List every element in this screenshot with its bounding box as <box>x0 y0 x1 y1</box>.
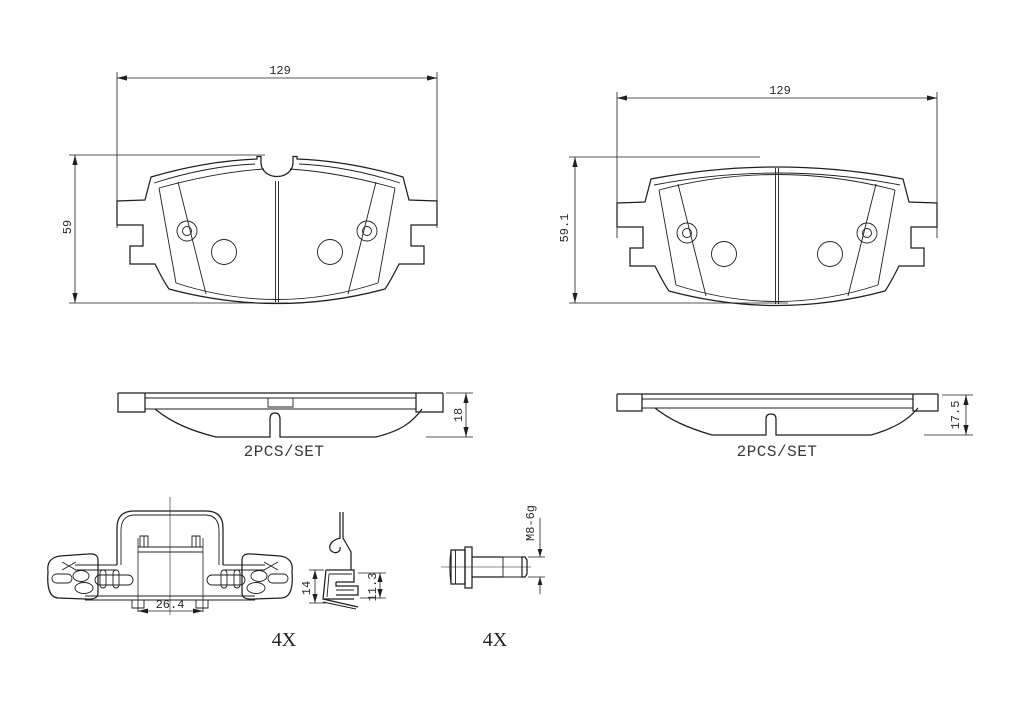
dim-label-profile-left-thickness: 18 <box>452 407 466 423</box>
pad-profile-left-drawing <box>100 385 480 449</box>
flange-bolt-view <box>438 502 553 597</box>
set-quantity-label-left: 2PCS/SET <box>243 443 325 461</box>
pad-front-left-drawing <box>60 62 480 314</box>
dim-label-pad-right-width: 129 <box>769 84 791 98</box>
clip-assembly-drawing <box>40 494 300 622</box>
dim-label-spring-clip-height: 14 <box>300 580 314 596</box>
assembly-left-half <box>48 536 148 608</box>
assembly-right-half <box>192 536 292 608</box>
thread-spec-label: M8-6g <box>524 504 538 542</box>
pad-profile-left-view <box>100 385 480 449</box>
pad-profile-right-view <box>600 386 990 448</box>
pad-profile-right-drawing <box>600 386 990 448</box>
clip-assembly-view <box>40 494 300 622</box>
pad-front-right-view <box>560 82 980 314</box>
dim-label-spring-clip-inner-height: 11.3 <box>366 572 380 602</box>
dim-label-pad-left-height: 59 <box>61 219 75 235</box>
quantity-label-spring-clip: 4X <box>271 629 297 651</box>
dim-label-profile-right-thickness: 17.5 <box>949 400 963 430</box>
spring-clip-view <box>296 498 396 616</box>
dim-label-pad-right-height: 59.1 <box>558 213 572 243</box>
dim-label-clip-assembly-opening: 26.4 <box>155 598 185 612</box>
quantity-label-bolt: 4X <box>482 629 508 651</box>
set-quantity-label-right: 2PCS/SET <box>736 443 818 461</box>
pad-front-left-view <box>60 62 480 314</box>
flange-bolt-drawing <box>438 502 553 597</box>
pad-front-right-drawing <box>560 82 980 314</box>
spring-clip-drawing <box>296 498 396 616</box>
dim-label-pad-left-width: 129 <box>269 64 291 78</box>
